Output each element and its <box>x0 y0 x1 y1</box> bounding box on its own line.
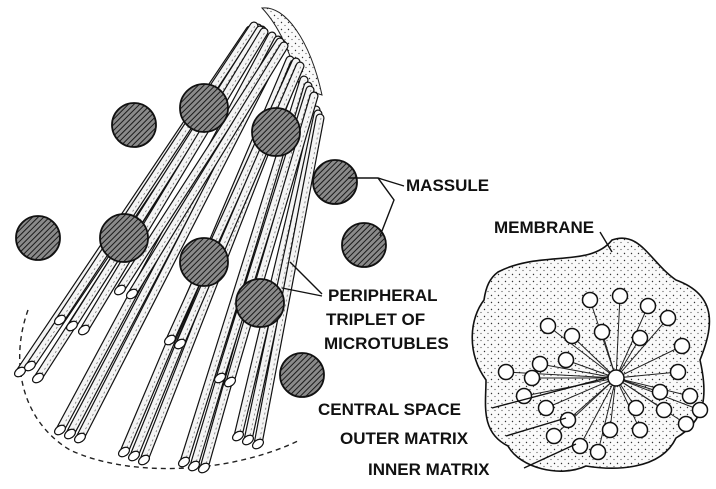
triplet-node <box>653 385 668 400</box>
label-central-space: CENTRAL SPACE <box>318 400 461 419</box>
triplet-node <box>595 325 610 340</box>
triplet-node <box>613 289 628 304</box>
triplet-node <box>641 299 656 314</box>
massule-sphere <box>313 160 357 204</box>
label-membrane: MEMBRANE <box>494 218 594 237</box>
triplet-node <box>561 413 576 428</box>
central-hub <box>608 370 624 386</box>
massule-sphere <box>342 223 386 267</box>
label-inner-matrix: INNER MATRIX <box>368 460 490 479</box>
triplet-node <box>671 365 686 380</box>
massule-sphere <box>180 238 228 286</box>
triplet-node <box>533 357 548 372</box>
triplet-node <box>525 371 540 386</box>
massule-sphere <box>252 108 300 156</box>
triplet-node <box>603 423 618 438</box>
massule-sphere <box>100 214 148 262</box>
triplet-node <box>661 311 676 326</box>
massule-sphere <box>236 279 284 327</box>
label-triplet-of: TRIPLET OF <box>326 310 425 329</box>
massule-leader-2 <box>378 178 394 236</box>
triplet-node <box>583 293 598 308</box>
massule-sphere <box>180 84 228 132</box>
triplet-node <box>633 423 648 438</box>
massule-sphere <box>16 216 60 260</box>
label-peripheral: PERIPHERAL <box>328 286 438 305</box>
triplet-node <box>693 403 708 418</box>
triplet-node <box>629 401 644 416</box>
triplet-node <box>539 401 554 416</box>
massule-sphere <box>280 353 324 397</box>
label-microtubles: MICROTUBLES <box>324 334 449 353</box>
triplet-node <box>573 439 588 454</box>
massule-sphere <box>112 103 156 147</box>
label-outer-matrix: OUTER MATRIX <box>340 429 469 448</box>
triplet-node <box>559 353 574 368</box>
triplet-node <box>679 417 694 432</box>
triplet-node <box>657 403 672 418</box>
triplet-node <box>675 339 690 354</box>
triplet-node <box>633 331 648 346</box>
triplet-node <box>565 329 580 344</box>
triplet-node <box>499 365 514 380</box>
triplet-node <box>591 445 606 460</box>
triplet-node <box>683 389 698 404</box>
triplet-node <box>541 319 556 334</box>
label-massule: MASSULE <box>406 176 489 195</box>
triplet-node <box>547 429 562 444</box>
